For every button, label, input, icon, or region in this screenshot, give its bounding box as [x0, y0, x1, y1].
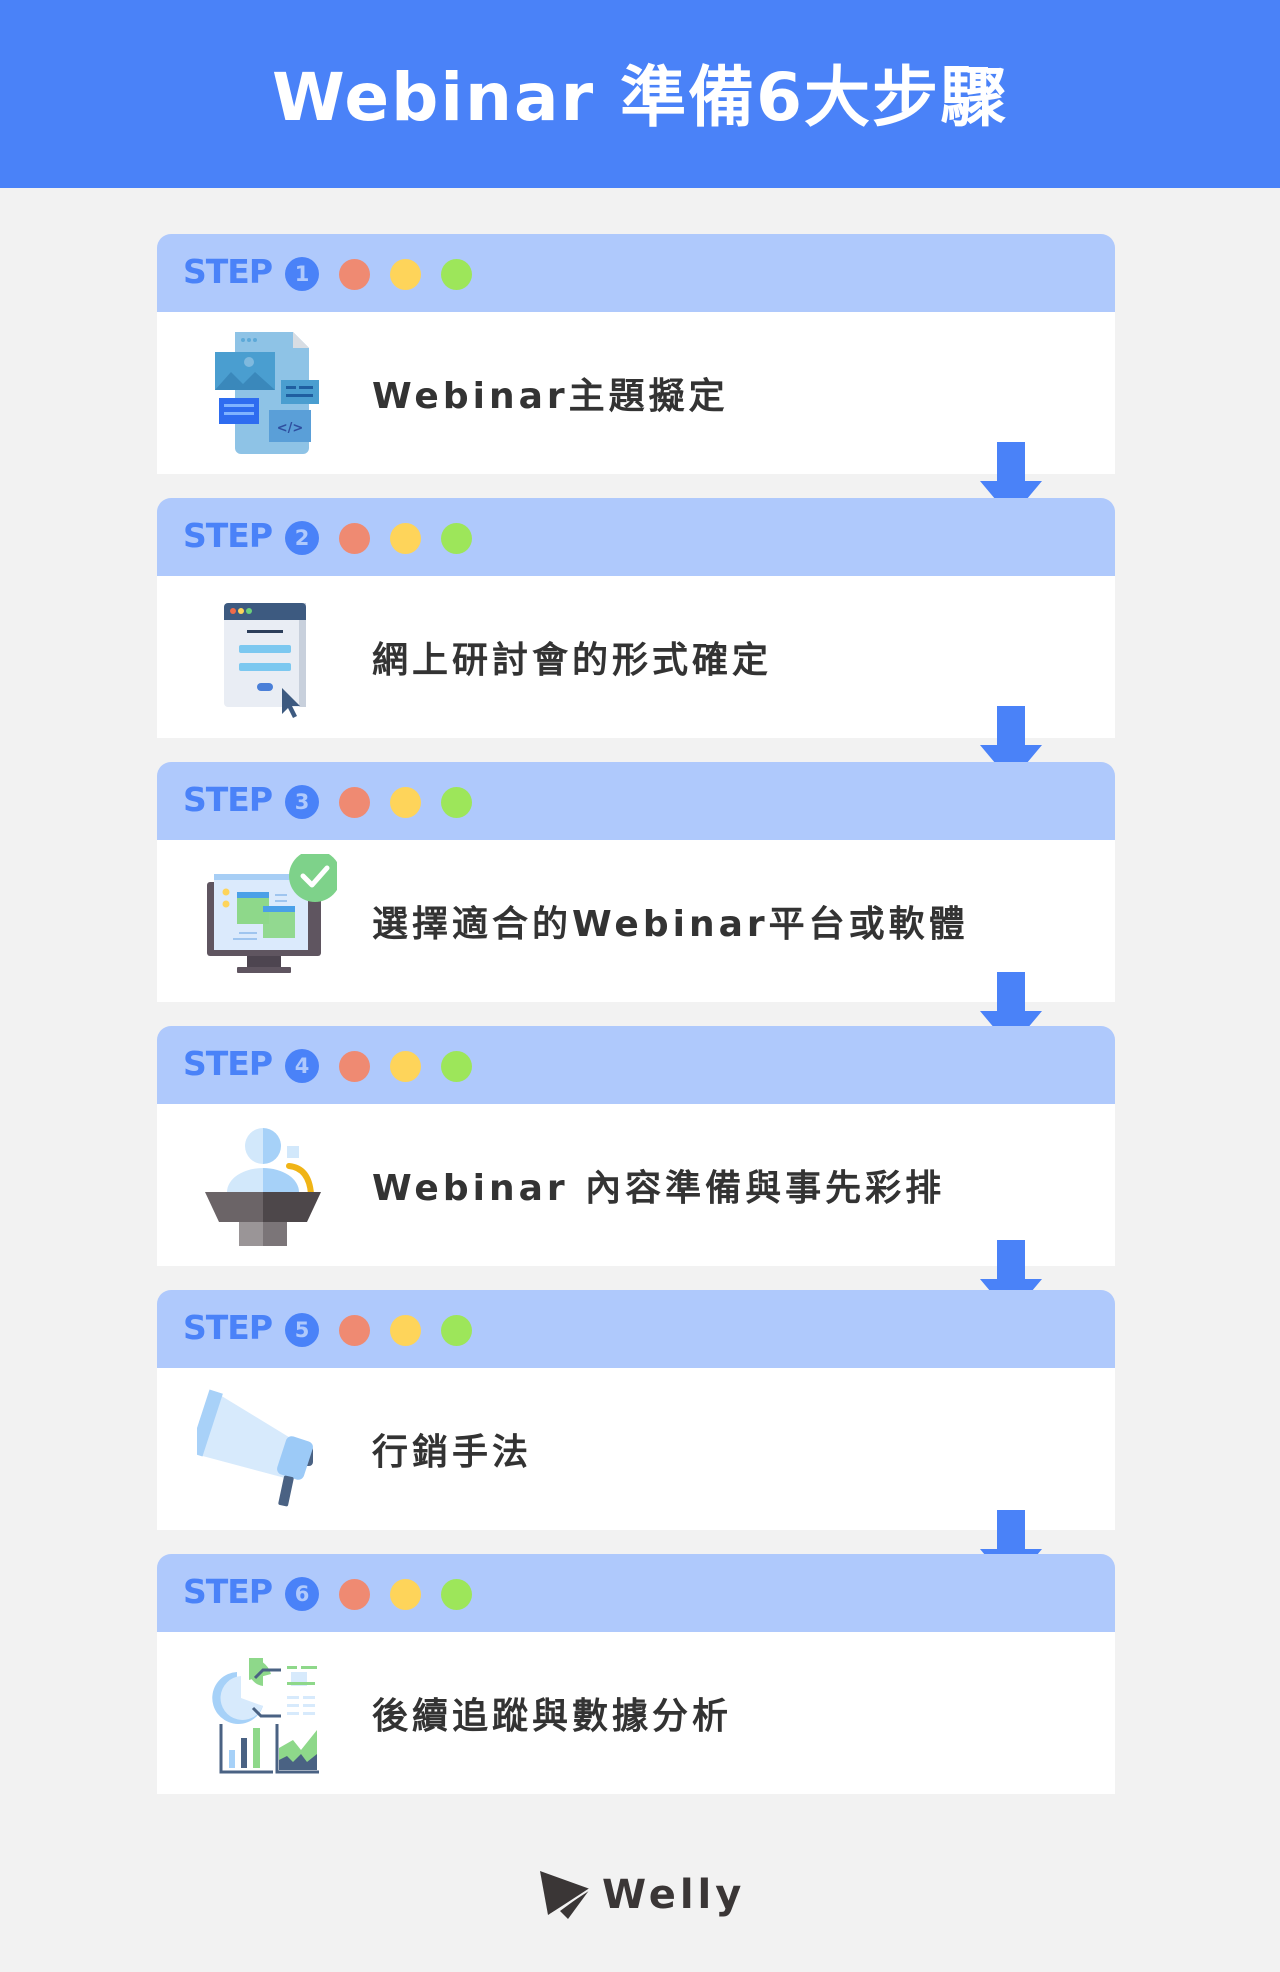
step-label: STEP — [183, 780, 273, 819]
green-dot-icon — [441, 523, 472, 554]
red-dot-icon — [339, 1051, 370, 1082]
step-card-3: STEP 3 選擇適合的Webinar平台或軟體 — [157, 762, 1115, 1002]
step-label: STEP — [183, 1572, 273, 1611]
red-dot-icon — [339, 1315, 370, 1346]
paper-plane-logo-icon — [540, 1871, 591, 1919]
step-number-badge: 3 — [285, 785, 319, 819]
step-label: STEP — [183, 516, 273, 555]
step-body: 網上研討會的形式確定 — [157, 576, 1115, 738]
svg-text:</>: </> — [277, 421, 304, 436]
step-title: 網上研討會的形式確定 — [372, 640, 773, 681]
yellow-dot-icon — [390, 1315, 421, 1346]
green-dot-icon — [441, 1051, 472, 1082]
yellow-dot-icon — [390, 1051, 421, 1082]
step-card-4: STEP 4 Webinar 內容準備與事先彩排 — [157, 1026, 1115, 1266]
step-number-badge: 1 — [285, 257, 319, 291]
yellow-dot-icon — [390, 259, 421, 290]
step-body: </> Webinar主題擬定 — [157, 312, 1115, 474]
step-header: STEP 1 — [157, 234, 1115, 312]
step-card-5: STEP 5 行銷手法 — [157, 1290, 1115, 1530]
step-number-badge: 5 — [285, 1313, 319, 1347]
megaphone-icon — [197, 1389, 313, 1507]
step-body: 行銷手法 — [157, 1368, 1115, 1530]
step-number-badge: 6 — [285, 1577, 319, 1611]
step-header: STEP 5 — [157, 1290, 1115, 1368]
title-banner: Webinar 準備6大步驟 — [0, 0, 1280, 188]
red-dot-icon — [339, 787, 370, 818]
page-title: Webinar 準備6大步驟 — [271, 59, 1009, 136]
step-label: STEP — [183, 1308, 273, 1347]
yellow-dot-icon — [390, 787, 421, 818]
brand-name: Welly — [602, 1872, 746, 1918]
yellow-dot-icon — [390, 1579, 421, 1610]
step-card-2: STEP 2 網上研討會的形式確定 — [157, 498, 1115, 738]
step-body: 選擇適合的Webinar平台或軟體 — [157, 840, 1115, 1002]
web-form-icon — [224, 603, 306, 718]
step-label: STEP — [183, 1044, 273, 1083]
green-dot-icon — [441, 259, 472, 290]
green-dot-icon — [441, 787, 472, 818]
step-title: 後續追蹤與數據分析 — [372, 1696, 733, 1737]
step-title: 選擇適合的Webinar平台或軟體 — [372, 904, 969, 945]
step-title: 行銷手法 — [372, 1432, 533, 1473]
step-body: 後續追蹤與數據分析 — [157, 1632, 1115, 1794]
step-label: STEP — [183, 252, 273, 291]
step-header: STEP 6 — [157, 1554, 1115, 1632]
step-header: STEP 3 — [157, 762, 1115, 840]
monitor-check-icon — [207, 854, 337, 973]
step-title: Webinar 內容準備與事先彩排 — [372, 1168, 946, 1209]
step-title: Webinar主題擬定 — [372, 376, 729, 417]
step-body: Webinar 內容準備與事先彩排 — [157, 1104, 1115, 1266]
step-card-1: STEP 1 </> Webinar主題擬定 — [157, 234, 1115, 474]
step-header: STEP 2 — [157, 498, 1115, 576]
brand-logo: Welly — [540, 1870, 745, 1920]
analytics-report-icon — [212, 1657, 319, 1774]
design-document-icon: </> — [215, 332, 319, 454]
step-card-6: STEP 6 後續追蹤與數據分析 — [157, 1554, 1115, 1794]
podium-speaker-icon — [205, 1128, 321, 1246]
step-number-badge: 2 — [285, 521, 319, 555]
yellow-dot-icon — [390, 523, 421, 554]
step-header: STEP 4 — [157, 1026, 1115, 1104]
green-dot-icon — [441, 1315, 472, 1346]
green-dot-icon — [441, 1579, 472, 1610]
red-dot-icon — [339, 523, 370, 554]
red-dot-icon — [339, 1579, 370, 1610]
step-number-badge: 4 — [285, 1049, 319, 1083]
red-dot-icon — [339, 259, 370, 290]
